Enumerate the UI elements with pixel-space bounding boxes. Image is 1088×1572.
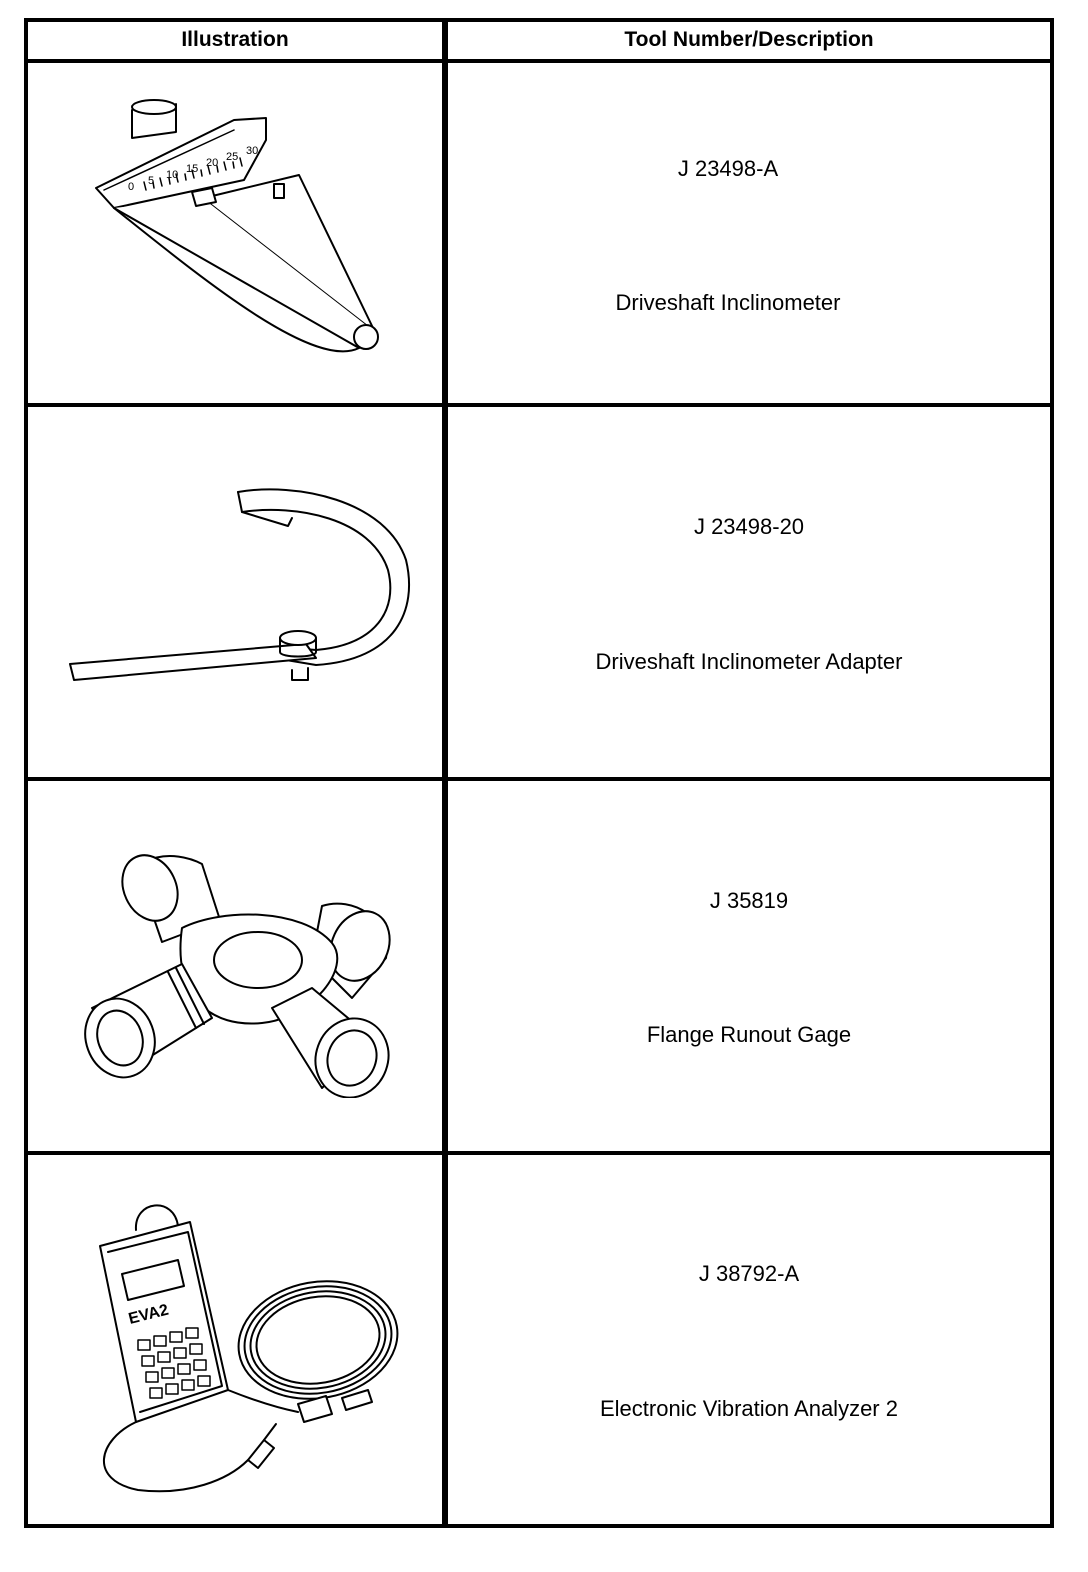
scale-label: 20: [206, 157, 218, 169]
column-divider: [442, 18, 448, 1528]
tool-number: J 38792-A: [698, 1261, 800, 1286]
tool-number: J 23498-A: [677, 156, 779, 181]
table-border-bottom: [24, 1524, 1054, 1528]
table-border-top: [24, 18, 1054, 22]
row-divider: [24, 777, 1054, 781]
row-divider: [24, 1151, 1054, 1155]
tool-number: J 35819: [709, 888, 789, 913]
scale-label: 10: [166, 169, 178, 181]
adapter-icon: [66, 480, 426, 700]
tool-description: Driveshaft Inclinometer: [615, 290, 841, 315]
header-tool-number-description: Tool Number/Description: [624, 28, 874, 51]
header-divider: [24, 59, 1054, 63]
table-border-right: [1050, 18, 1054, 1528]
header-illustration: Illustration: [181, 28, 289, 51]
row-divider: [24, 403, 1054, 407]
scale-label: 25: [226, 151, 238, 163]
scale-label: 15: [186, 163, 198, 175]
vibration-analyzer-icon: EVA2: [78, 1190, 408, 1510]
scale-label: 0: [128, 181, 134, 193]
inclinometer-icon: 0 5 10 15 20 25 30: [84, 80, 404, 380]
universal-joint-icon: [72, 848, 402, 1098]
scale-label: 30: [246, 145, 258, 157]
tool-number: J 23498-20: [693, 514, 805, 539]
tool-description: Flange Runout Gage: [646, 1022, 852, 1047]
table-border-left: [24, 18, 28, 1528]
scale-label: 5: [148, 175, 154, 187]
tool-description: Driveshaft Inclinometer Adapter: [595, 649, 903, 674]
tools-table: Illustration Tool Number/Description J 2…: [24, 18, 1054, 1528]
tool-description: Electronic Vibration Analyzer 2: [600, 1396, 898, 1421]
